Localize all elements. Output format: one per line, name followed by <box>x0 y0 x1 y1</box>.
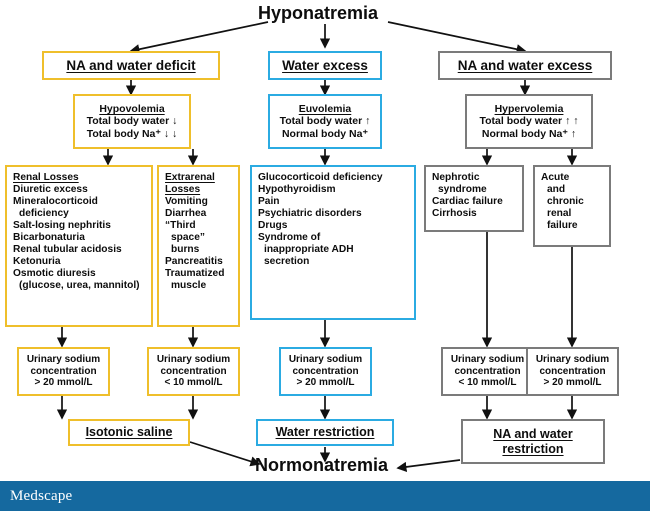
cause-item: Cardiac failure <box>432 196 503 208</box>
causes-extrarenal-losses: Extrarenal Losses Vomiting Diarrhea “Thi… <box>157 165 240 327</box>
urinary-sodium-euvolemic: Urinary sodium concentration > 20 mmol/L <box>279 347 372 396</box>
urine-line-2: concentration <box>539 365 606 377</box>
cause-item: Acute <box>541 172 570 183</box>
category-label: NA and water deficit <box>66 57 196 73</box>
urine-line-1: Urinary sodium <box>450 353 525 365</box>
urine-line-2: concentration <box>160 365 227 377</box>
cause-item: Diuretic excess <box>13 184 88 196</box>
treatment-isotonic-saline: Isotonic saline <box>68 419 190 446</box>
treatment-label-line-1: NA and water <box>493 426 573 441</box>
category-label: Water excess <box>282 57 368 73</box>
cause-item: renal <box>547 208 572 220</box>
volume-status-line-2: Total body Na⁺ ↓ ↓ <box>86 127 178 140</box>
category-label: NA and water excess <box>457 57 593 73</box>
cause-item: Renal tubular acidosis <box>13 244 122 256</box>
urine-line-2: concentration <box>454 365 521 377</box>
treatment-label: Water restriction <box>275 425 375 440</box>
urine-line-3: < 10 mmol/L <box>458 377 517 389</box>
cause-item: Pain <box>258 196 280 208</box>
cause-item: muscle <box>171 280 207 292</box>
treatment-water-restriction: Water restriction <box>256 419 394 446</box>
urinary-sodium-renal-losses: Urinary sodium concentration > 20 mmol/L <box>17 347 110 396</box>
cause-item: Glucocorticoid deficiency <box>258 172 383 183</box>
cause-item: Vomiting <box>165 196 208 208</box>
urinary-sodium-hypervolemic-right: Urinary sodium concentration > 20 mmol/L <box>526 347 619 396</box>
volume-status-line-1: Total body water ↑ ↑ <box>479 115 579 128</box>
urine-line-3: < 10 mmol/L <box>164 377 223 389</box>
cause-item: Traumatized <box>165 268 225 280</box>
cause-item: burns <box>171 244 200 256</box>
urinary-sodium-extrarenal-losses: Urinary sodium concentration < 10 mmol/L <box>147 347 240 396</box>
page-title: Hyponatremia <box>258 3 379 23</box>
cause-item: Psychiatric disorders <box>258 208 362 220</box>
cause-item: and <box>547 184 566 196</box>
medscape-footer: Medscape <box>0 481 650 511</box>
cause-item: Pancreatitis <box>165 256 223 268</box>
cause-item: space” <box>171 232 205 244</box>
treatment-label-line-2: restriction <box>502 441 564 456</box>
urine-line-1: Urinary sodium <box>288 353 363 365</box>
cause-item: Nephrotic <box>432 172 480 183</box>
cause-item: deficiency <box>19 208 69 220</box>
category-na-water-excess: NA and water excess <box>438 51 612 80</box>
causes-heading-line-1: Extrarenal <box>165 172 215 183</box>
medscape-logo: Medscape <box>10 487 73 504</box>
cause-item: Drugs <box>258 220 288 232</box>
volume-status-line-1: Total body water ↓ <box>86 115 178 128</box>
treatment-na-and-water-restriction: NA and water restriction <box>461 419 605 464</box>
causes-euvolemic: Glucocorticoid deficiency Hypothyroidism… <box>250 165 416 320</box>
urine-line-3: > 20 mmol/L <box>34 377 93 389</box>
urine-line-3: > 20 mmol/L <box>543 377 602 389</box>
volume-status-line-2: Normal body Na⁺ <box>281 127 369 140</box>
cause-item: secretion <box>264 256 310 268</box>
cause-item: inappropriate ADH <box>264 244 354 256</box>
cause-item: Osmotic diuresis <box>13 268 96 280</box>
cause-item: Hypothyroidism <box>258 184 336 196</box>
urine-line-1: Urinary sodium <box>535 353 610 365</box>
cause-item: Salt-losing nephritis <box>13 220 111 232</box>
causes-heading: Renal Losses <box>13 172 79 183</box>
cause-item: failure <box>547 220 578 232</box>
urine-line-2: concentration <box>30 365 97 377</box>
volume-status-heading: Euvolemia <box>298 102 352 115</box>
urine-line-1: Urinary sodium <box>26 353 101 365</box>
volume-status-hypovolemia: Hypovolemia Total body water ↓ Total bod… <box>73 94 191 149</box>
category-na-water-deficit: NA and water deficit <box>42 51 220 80</box>
cause-item: Syndrome of <box>258 232 321 244</box>
volume-status-line-2: Normal body Na⁺ ↑ <box>481 127 577 140</box>
category-water-excess: Water excess <box>268 51 382 80</box>
cause-item: Bicarbonaturia <box>13 232 85 244</box>
treatment-label: Isotonic saline <box>85 425 173 440</box>
cause-item: Cirrhosis <box>432 208 477 220</box>
cause-item: Diarrhea <box>165 208 207 220</box>
urinary-sodium-hypervolemic-left: Urinary sodium concentration < 10 mmol/L <box>441 347 534 396</box>
volume-status-heading: Hypervolemia <box>494 102 564 115</box>
cause-item: Ketonuria <box>13 256 61 268</box>
causes-hypervolemic-nephrotic: Nephrotic syndrome Cardiac failure Cirrh… <box>424 165 524 232</box>
cause-item: syndrome <box>438 184 487 196</box>
cause-item: chronic <box>547 196 584 208</box>
cause-item: “Third <box>165 220 196 232</box>
volume-status-euvolemia: Euvolemia Total body water ↑ Normal body… <box>268 94 382 149</box>
causes-heading-line-2: Losses <box>165 184 201 196</box>
causes-hypervolemic-renal-failure: Acute and chronic renal failure <box>533 165 611 247</box>
urine-line-2: concentration <box>292 365 359 377</box>
volume-status-hypervolemia: Hypervolemia Total body water ↑ ↑ Normal… <box>465 94 593 149</box>
volume-status-heading: Hypovolemia <box>99 102 165 115</box>
cause-item: (glucose, urea, mannitol) <box>19 280 140 292</box>
volume-status-line-1: Total body water ↑ <box>279 115 371 128</box>
causes-renal-losses: Renal Losses Diuretic excess Mineralocor… <box>5 165 153 327</box>
final-outcome: Normonatremia <box>255 455 389 475</box>
urine-line-1: Urinary sodium <box>156 353 231 365</box>
urine-line-3: > 20 mmol/L <box>296 377 355 389</box>
cause-item: Mineralocorticoid <box>13 196 98 208</box>
